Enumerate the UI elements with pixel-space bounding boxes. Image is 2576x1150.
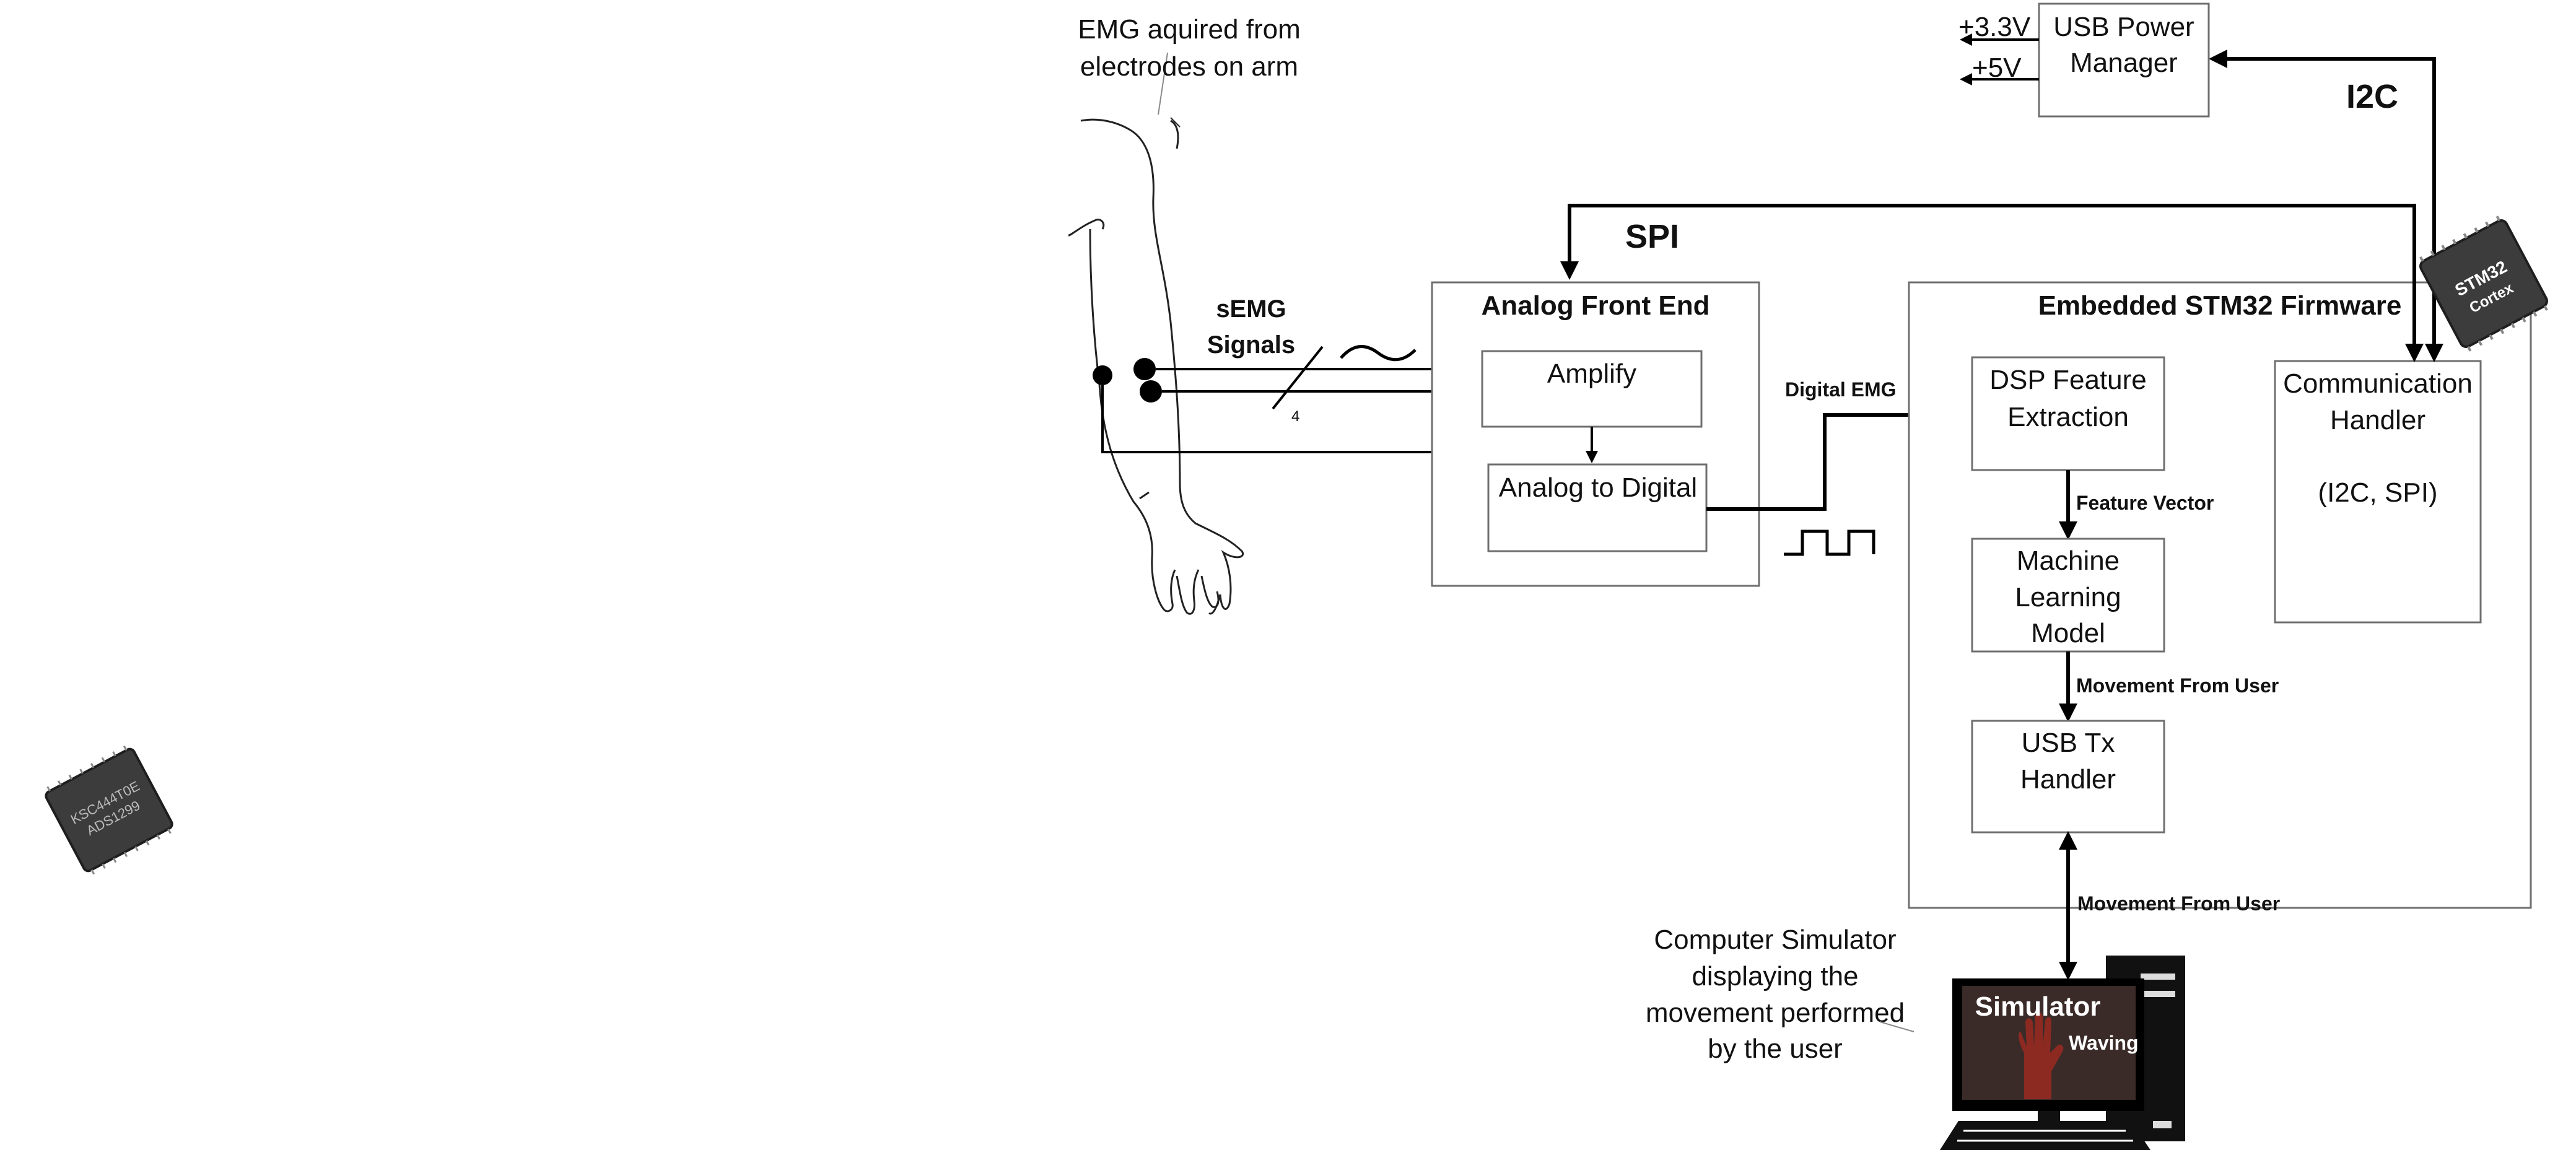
adc-label: Analog to Digital xyxy=(1499,473,1697,503)
usb-tx-box xyxy=(1971,720,2165,834)
comm-label-line2: Handler xyxy=(2330,405,2425,435)
simulator-action: Waving xyxy=(2069,1032,2139,1054)
comm-box xyxy=(2274,360,2482,624)
comm-label-line1: Communication xyxy=(2283,368,2473,399)
arm-illustration xyxy=(1068,52,1244,615)
usb-tx-label-line2: Handler xyxy=(2020,764,2116,795)
spi-label: SPI xyxy=(1625,218,1679,255)
simulator-caption-line1: Computer Simulator xyxy=(1654,925,1896,955)
usb-tx-label-line1: USB Tx xyxy=(2022,728,2115,758)
ml-label-line1: Machine xyxy=(2017,546,2120,576)
stm32-chip-icon: STM32 Cortex xyxy=(2419,216,2548,352)
semg-label-line1: sEMG xyxy=(1216,295,1286,323)
arm-caption: EMG aquired from electrodes on arm xyxy=(1078,14,1300,82)
afe-title: Analog Front End xyxy=(1481,290,1709,321)
electrode-2 xyxy=(1140,380,1162,403)
adc-box xyxy=(1487,463,1708,552)
dsp-label-line1: DSP Feature xyxy=(1989,365,2147,395)
caption-pointer xyxy=(1879,1021,1915,1032)
simulator-caption-line2: displaying the xyxy=(1692,961,1858,991)
movement-label-2: Movement From User xyxy=(2077,892,2280,915)
ads1299-chip-icon: KSC444T0E ADS1299 xyxy=(45,745,173,875)
digital-emg-wire xyxy=(1706,406,1973,511)
hand-image-icon xyxy=(2019,1012,2064,1099)
semg-wires xyxy=(1101,346,1483,453)
keyboard xyxy=(1940,1121,2150,1150)
computer-icon: Simulator Waving xyxy=(1940,956,2185,1150)
power-manager-box xyxy=(2038,2,2210,118)
feature-vector-label: Feature Vector xyxy=(2076,492,2214,514)
simulator-screen-title: Simulator xyxy=(1975,991,2101,1022)
firmware-title: Embedded STM32 Firmware xyxy=(2038,290,2402,321)
arm-caption-line2: electrodes on arm xyxy=(1080,51,1298,82)
semg-label-line2: Signals xyxy=(1207,331,1295,359)
v33-label: +3.3V xyxy=(1958,12,2031,42)
digital-emg-label: Digital EMG xyxy=(1785,378,1897,401)
electrode-1 xyxy=(1133,358,1156,380)
analog-wave-icon xyxy=(1340,345,1417,362)
ml-label-line2: Learning xyxy=(2015,582,2121,612)
amplify-label: Amplify xyxy=(1547,359,1636,389)
movement-label-1: Movement From User xyxy=(2076,674,2279,697)
simulator-caption-line4: by the user xyxy=(1708,1034,1843,1064)
comm-label-line4: (I2C, SPI) xyxy=(2318,477,2437,508)
arm-caption-line1: EMG aquired from xyxy=(1078,14,1300,45)
dsp-box xyxy=(1971,356,2165,471)
v5-label: +5V xyxy=(1972,53,2022,83)
bus-width-label: 4 xyxy=(1291,408,1299,425)
dsp-label-line2: Extraction xyxy=(2007,402,2129,432)
simulator-caption-line3: movement performed xyxy=(1646,998,1905,1028)
power-manager-line2: Manager xyxy=(2070,48,2178,78)
digital-pulse-icon xyxy=(1784,529,1875,556)
i2c-label: I2C xyxy=(2346,78,2398,115)
semg-label: sEMG Signals xyxy=(1207,295,1295,359)
electrode-reference xyxy=(1093,365,1112,385)
ml-label-line3: Model xyxy=(2031,618,2105,648)
power-manager-line1: USB Power xyxy=(2053,12,2194,42)
simulator-caption: Computer Simulator displaying the moveme… xyxy=(1646,925,1905,1064)
